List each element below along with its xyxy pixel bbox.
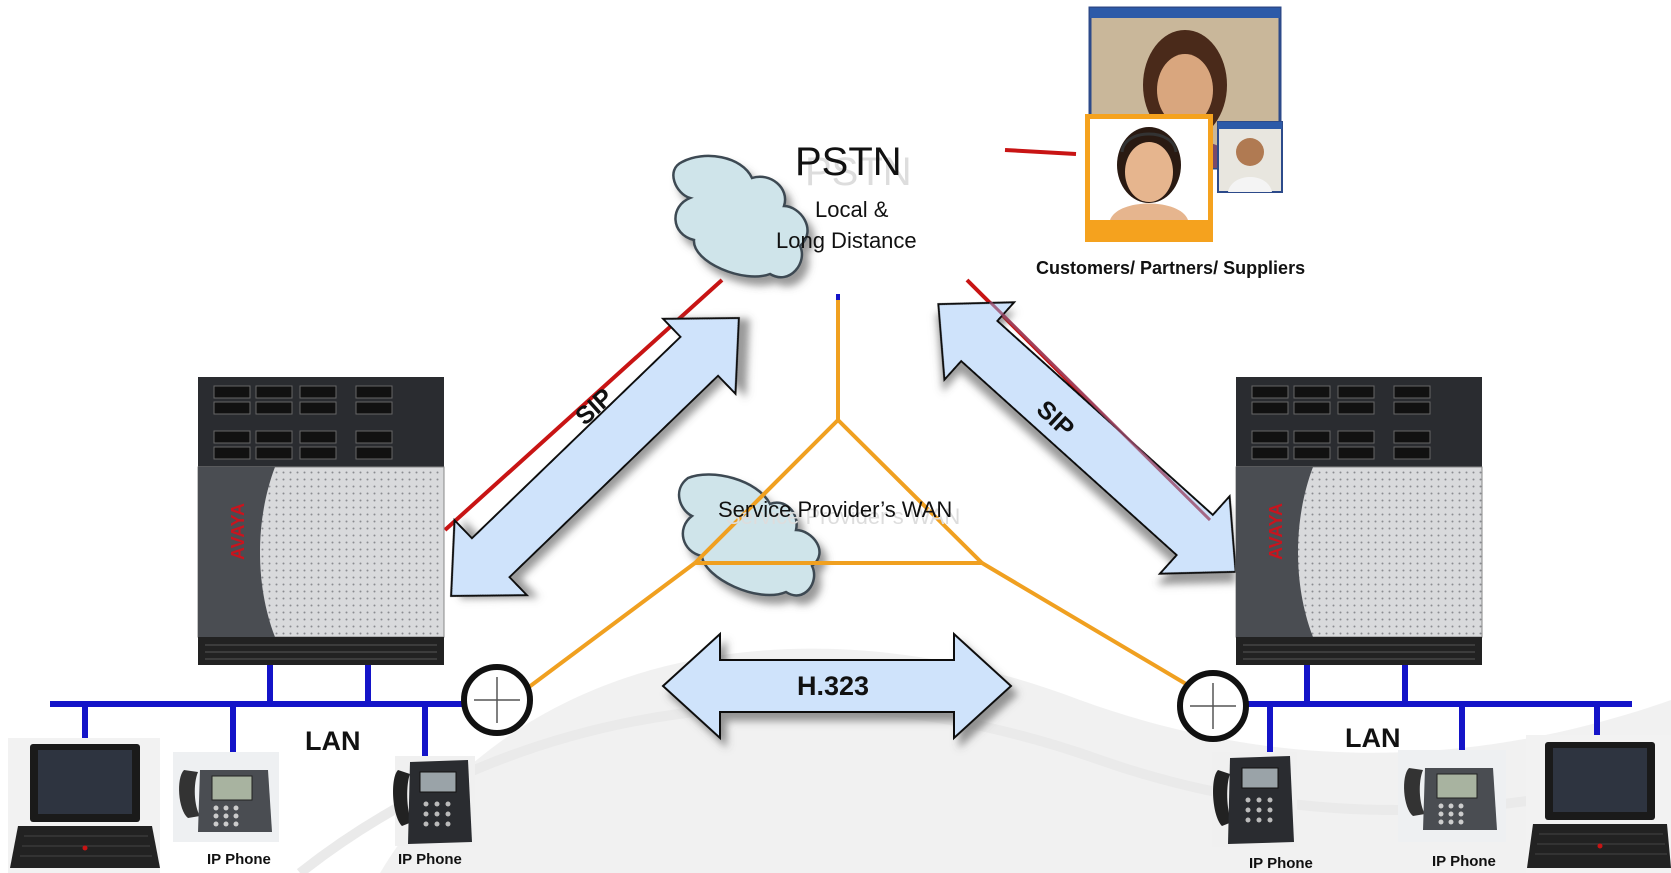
avaya-brand-right: AVAYA <box>1266 503 1286 560</box>
pstn-title-shadow: PSTN <box>805 150 912 194</box>
pstn-title: PSTN <box>795 140 902 184</box>
lan-left <box>50 660 470 760</box>
sip-arrow-left <box>450 317 740 597</box>
ip-phone-icon-4 <box>1398 750 1506 842</box>
h323-arrow <box>661 631 1013 741</box>
wan-label-shadow: Service Provider’s WAN <box>726 504 961 529</box>
lan-right <box>1245 660 1632 758</box>
ip-phone-label-4: IP Phone <box>1432 853 1496 870</box>
laptop-right <box>1526 735 1671 873</box>
router-right <box>1177 670 1249 742</box>
customers-photo-collage <box>1085 6 1283 242</box>
ip-phone-icon-3 <box>1212 752 1297 847</box>
customers-label: Customers/ Partners/ Suppliers <box>1036 258 1306 278</box>
avaya-brand-left: AVAYA <box>228 503 248 560</box>
pstn-cloud <box>672 154 809 279</box>
lan-label-left: LAN <box>305 726 361 756</box>
ip-phone-label-2: IP Phone <box>398 851 462 868</box>
wan-label: Service Provider’s WAN <box>718 497 953 522</box>
sip-arrow-right <box>937 301 1237 575</box>
avaya-server-left <box>197 377 445 665</box>
wan-cloud <box>677 473 821 597</box>
ip-phone-label-3: IP Phone <box>1249 855 1313 872</box>
lan-label-right: LAN <box>1345 723 1401 753</box>
pstn-subtitle-local: Local & <box>815 197 889 222</box>
h323-label: H.323 <box>797 671 870 701</box>
avaya-server-right <box>1235 377 1483 665</box>
laptop-left <box>8 738 160 873</box>
pstn-subtitle-long-distance: Long Distance <box>776 228 917 253</box>
wan-links <box>523 296 1215 702</box>
ip-phone-label-1: IP Phone <box>207 851 271 868</box>
ip-phone-icon-2 <box>393 756 475 846</box>
ip-phone-icon-1 <box>173 752 279 842</box>
router-left <box>461 664 533 736</box>
